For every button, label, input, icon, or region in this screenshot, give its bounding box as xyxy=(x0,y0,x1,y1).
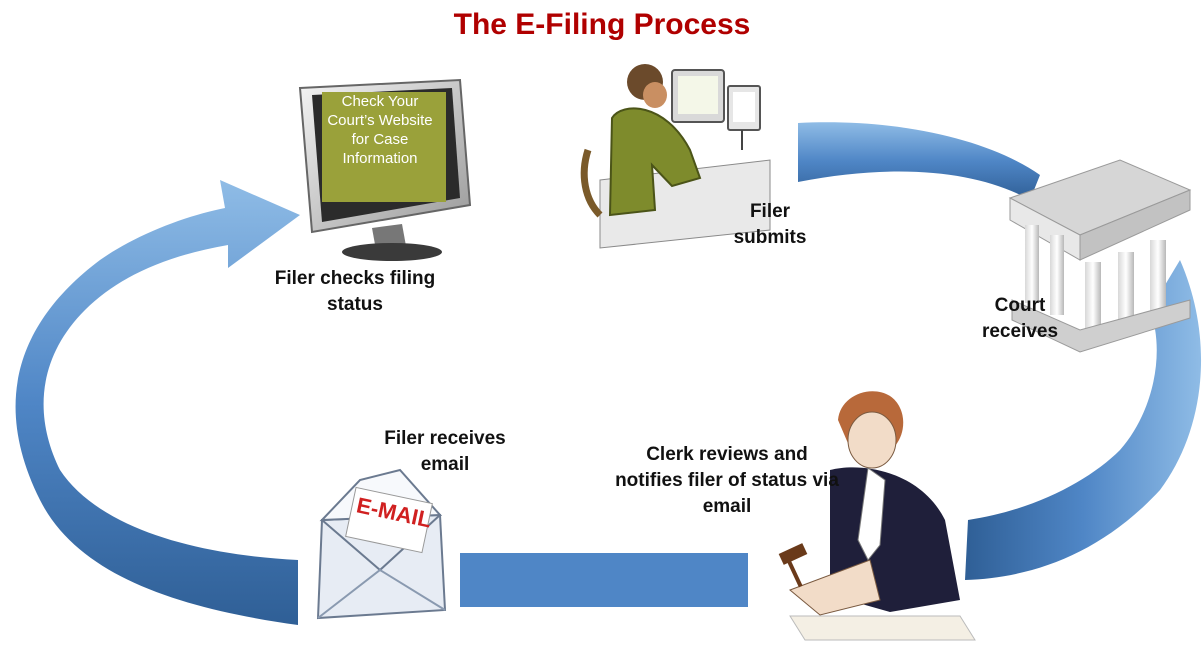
monitor-screen-text: Check Your Court’s Website for Case Info… xyxy=(327,93,433,167)
clerk-icon xyxy=(778,391,976,641)
label-filer-submits: Filer submits xyxy=(733,201,807,248)
monitor-screen xyxy=(322,92,446,202)
arrow-court-to-clerk xyxy=(965,260,1202,580)
desktop-monitor-icon xyxy=(298,78,472,261)
label-filer-checks-status: Filer checks filing status xyxy=(274,268,436,315)
label-filer-receives-email: Filer receives email xyxy=(384,428,506,475)
courthouse-icon xyxy=(1008,159,1192,353)
email-envelope-icon xyxy=(316,468,447,620)
arrow-submit-to-court xyxy=(798,122,1040,200)
arrow-email-to-monitor xyxy=(15,180,301,625)
diagram-title: The E-Filing Process xyxy=(453,8,751,41)
person-at-computer-icon xyxy=(580,64,771,249)
arrow-clerk-to-email xyxy=(460,553,748,607)
label-clerk-reviews: Clerk reviews and notifies filer of stat… xyxy=(615,444,839,517)
label-court-receives: Court receives xyxy=(981,295,1059,342)
